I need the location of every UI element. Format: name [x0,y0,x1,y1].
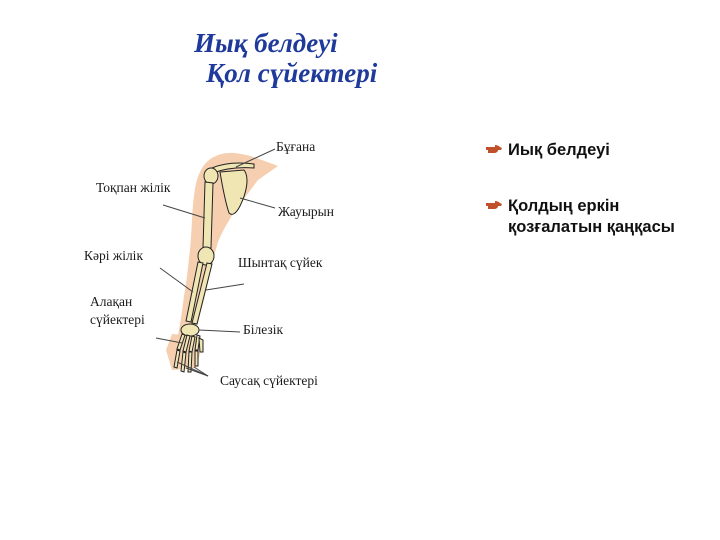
label-phalanges: Саусақ сүйектері [220,373,318,388]
label-radius: Кәрі жілік [84,248,143,263]
scapula-bone [219,169,248,215]
arm-bones [173,162,255,373]
title-line-2: Қол сүйектері [206,58,378,88]
leader-lines [155,148,276,377]
leader-line-clavicle [235,148,276,168]
radius-bone [185,261,204,323]
bullet-text-free-limb-skeleton: Қолдың еркін қозғалатын қаңқасы [508,197,675,237]
title-line-1: Иық белдеуі [194,28,338,58]
label-humerus: Тоқпан жілік [96,180,171,195]
label-clavicle: Бұғана [276,139,316,154]
label-metacarpals-line-2: сүйектері [90,312,145,327]
leader-line-carpals [198,329,241,333]
label-metacarpals-line-1: Алақан [90,294,133,309]
leader-line-ulna [205,283,245,291]
ulna-bone [191,262,213,325]
label-scapula: Жауырын [278,204,334,219]
bullet-text-shoulder-girdle: Иық белдеуі [508,141,610,159]
leader-line-scapula [239,197,276,209]
bullet-item-shoulder-girdle: Иық белдеуі [486,140,716,161]
leader-line-phalanges-3 [193,366,209,377]
clavicle-bone [211,162,255,174]
leader-line-phalanges-2 [185,367,209,377]
pointing-hand-icon [486,196,508,215]
bullet-item-free-limb-skeleton: Қолдың еркін қозғалатын қаңқасы [486,196,716,239]
pointing-hand-icon [486,140,508,159]
label-ulna: Шынтақ сүйек [238,255,323,270]
label-carpals: Білезік [243,322,284,337]
humerus-bone [202,181,214,249]
leader-line-humerus [162,204,206,219]
leader-line-radius [159,267,194,293]
leader-line-metacarpals [155,337,183,344]
